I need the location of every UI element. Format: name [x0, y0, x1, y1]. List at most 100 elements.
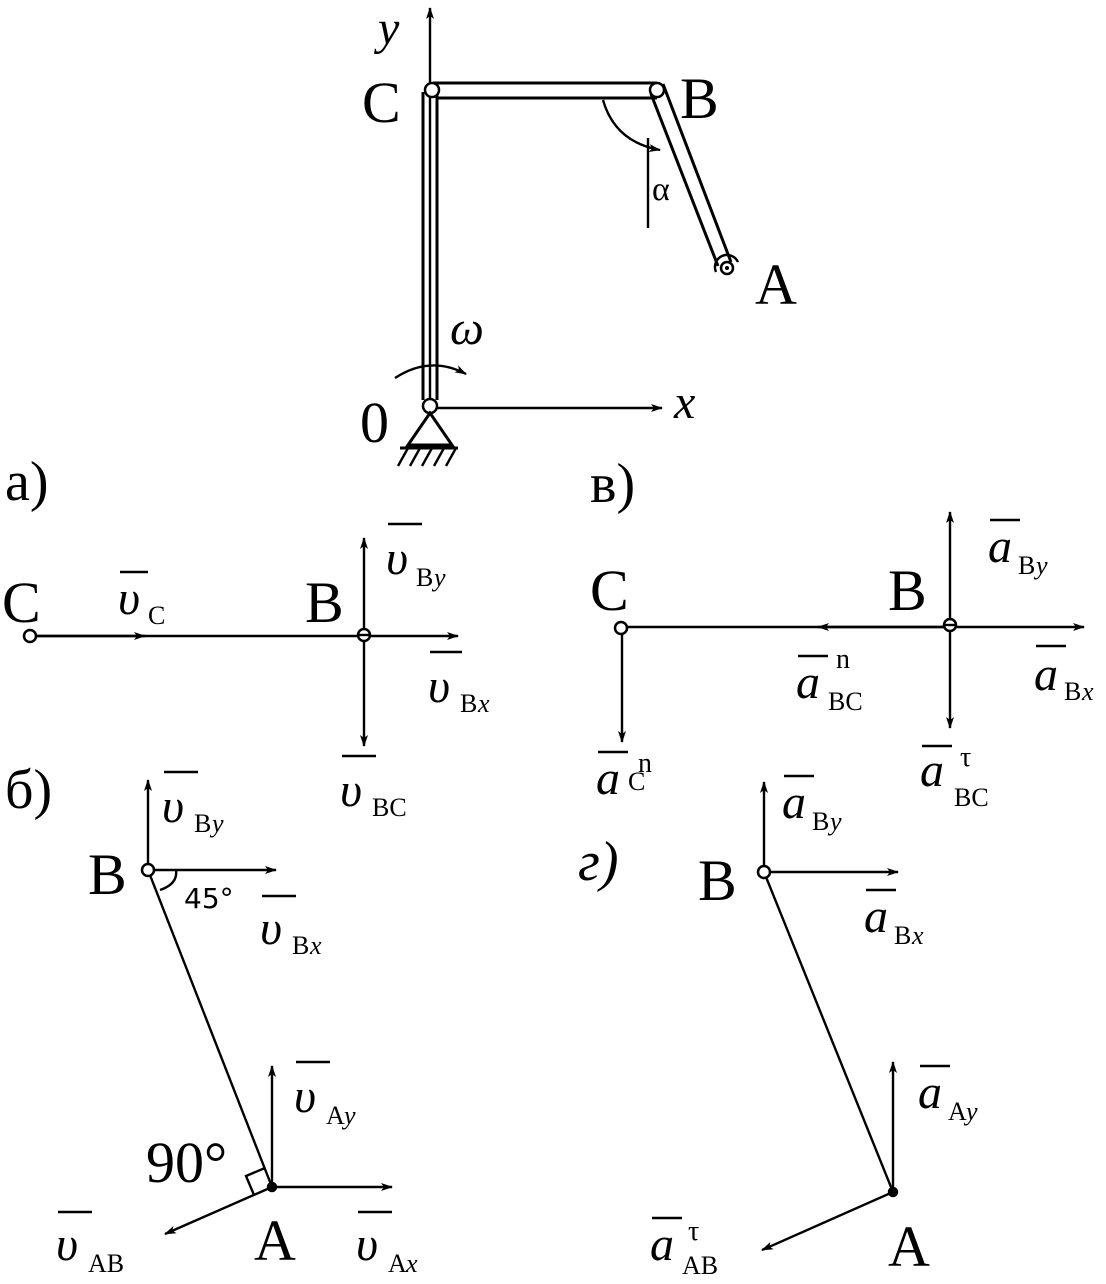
- label-a-ay-comp: y: [963, 1097, 978, 1126]
- label-v-bx-comp: x: [309, 931, 322, 960]
- label-v-by-comp: y: [209, 809, 224, 838]
- section-label-v: в): [590, 453, 635, 515]
- label-v-ax-comp: x: [405, 1249, 418, 1278]
- omega-arrow: [394, 364, 467, 380]
- label-v-bx-top: υ: [428, 660, 450, 713]
- label-v-by-sub: B: [194, 809, 211, 838]
- label-b-g: B: [698, 848, 737, 913]
- label-v-ay: υ: [294, 1070, 316, 1123]
- label-a-c-n-sub: C: [628, 767, 645, 796]
- section-label-b: б): [5, 759, 52, 821]
- label-v-bx-top-sub: B: [460, 689, 477, 718]
- angle-arc: [601, 99, 661, 153]
- label-v-by-top-comp: y: [431, 563, 446, 592]
- line-ba: [146, 869, 274, 1188]
- label-alpha: α: [652, 171, 670, 208]
- label-v-by-top: υ: [386, 532, 408, 585]
- hatch-5: [444, 447, 458, 467]
- label-a-ab-tau: a: [650, 1218, 674, 1271]
- label-v-ab: υ: [56, 1218, 78, 1271]
- label-a-ab-tau-sub: AB: [682, 1251, 718, 1280]
- right-angle-mark: [244, 1166, 266, 1196]
- label-point-a: A: [755, 252, 797, 317]
- label-v-ay-comp: y: [341, 1101, 356, 1130]
- part-v-accelerations: в) C B a B y a B x a n BC a τ BC a n: [590, 453, 1094, 812]
- label-a-ay-sub: A: [948, 1097, 967, 1126]
- label-c-top: C: [2, 570, 41, 635]
- label-origin: 0: [360, 390, 389, 455]
- pin-support: [405, 410, 455, 447]
- label-v-ax-sub: A: [388, 1249, 407, 1278]
- label-v-ab-sub: AB: [88, 1249, 124, 1278]
- label-v-by: υ: [162, 780, 184, 833]
- label-a-by-g-sub: B: [812, 807, 829, 836]
- part-b-bottom-velocities: б) B A 45° 90° υ B y υ B x υ A y υ A: [5, 759, 418, 1278]
- label-a-bx-v: a: [1034, 648, 1058, 701]
- label-a-bx-v-sub: B: [1064, 677, 1081, 706]
- label-a-bx-v-comp: x: [1081, 677, 1094, 706]
- hatch-3: [420, 447, 434, 467]
- label-omega: ω: [450, 302, 484, 355]
- label-v-bx-top-comp: x: [477, 689, 490, 718]
- vector-a-ab-tau: [761, 1190, 894, 1252]
- bar-ba-right: [661, 83, 733, 263]
- label-v-bx: υ: [260, 902, 282, 955]
- label-a-by-g: a: [782, 776, 806, 829]
- point-b: [140, 862, 156, 878]
- label-a-c-n: a: [596, 752, 620, 805]
- label-a-bx-g: a: [864, 890, 888, 943]
- label-angle-90: 90°: [146, 1130, 227, 1195]
- hatch-2: [408, 447, 422, 467]
- label-v-bc: υ: [340, 764, 362, 817]
- bar-ba-left: [649, 93, 720, 267]
- label-b-top: B: [305, 570, 344, 635]
- label-v-ay-sub: A: [326, 1101, 345, 1130]
- section-label-g: г): [578, 831, 619, 893]
- hatch-4: [432, 447, 446, 467]
- label-a-by-v-sub: B: [1018, 551, 1035, 580]
- label-a-bx-g-sub: B: [894, 921, 911, 950]
- label-a-bc-tau-sup: τ: [960, 742, 971, 773]
- label-y-axis: y: [373, 2, 400, 55]
- label-v-by-top-sub: B: [416, 563, 433, 592]
- label-c-accel: C: [590, 558, 629, 623]
- label-x-axis: x: [673, 376, 695, 429]
- part-a-mechanism: y x C B A 0 ω α а): [5, 2, 797, 513]
- label-v-bx-sub: B: [292, 931, 309, 960]
- label-a-g: A: [888, 1214, 930, 1279]
- angle-45-arc: [159, 869, 178, 892]
- label-point-b: B: [680, 66, 719, 131]
- label-a-bc-tau-sub: BC: [954, 783, 989, 812]
- point-c-top: [22, 628, 38, 644]
- label-point-c: C: [362, 70, 401, 135]
- joint-a-arc: [713, 253, 740, 273]
- label-a-ay: a: [918, 1066, 942, 1119]
- label-a-c-n-sup: n: [638, 748, 652, 779]
- label-v-ax: υ: [356, 1218, 378, 1271]
- label-v-c-sub: C: [148, 601, 165, 630]
- joint-c: [423, 81, 441, 99]
- label-a-by-v-comp: y: [1033, 551, 1048, 580]
- label-b: B: [88, 842, 127, 907]
- part-b-top-velocities: C B υ C υ B y υ B x υ BC: [2, 522, 490, 822]
- point-b-g: [756, 864, 772, 880]
- part-g-accelerations: г) B A a B y a B x a A y a τ AB: [578, 774, 978, 1280]
- joint-a-dot: [725, 266, 729, 270]
- hatch-1: [396, 447, 410, 467]
- label-a-bx-g-comp: x: [911, 921, 924, 950]
- label-a-bc-tau: a: [920, 744, 944, 797]
- point-c-accel: [613, 620, 629, 636]
- label-a-bc-n-sup: n: [836, 644, 850, 675]
- label-a-ab-tau-sup: τ: [688, 1216, 699, 1247]
- label-angle-45: 45°: [184, 882, 234, 915]
- point-a-g: [887, 1186, 899, 1198]
- point-a: [266, 1181, 278, 1193]
- line-ba-accel: [762, 871, 895, 1193]
- joint-b: [648, 81, 666, 99]
- label-a: A: [254, 1208, 296, 1273]
- label-a-by-g-comp: y: [827, 807, 842, 836]
- section-label-a: а): [5, 451, 49, 513]
- label-b-accel: B: [888, 558, 927, 623]
- label-a-bc-n-sub: BC: [828, 687, 863, 716]
